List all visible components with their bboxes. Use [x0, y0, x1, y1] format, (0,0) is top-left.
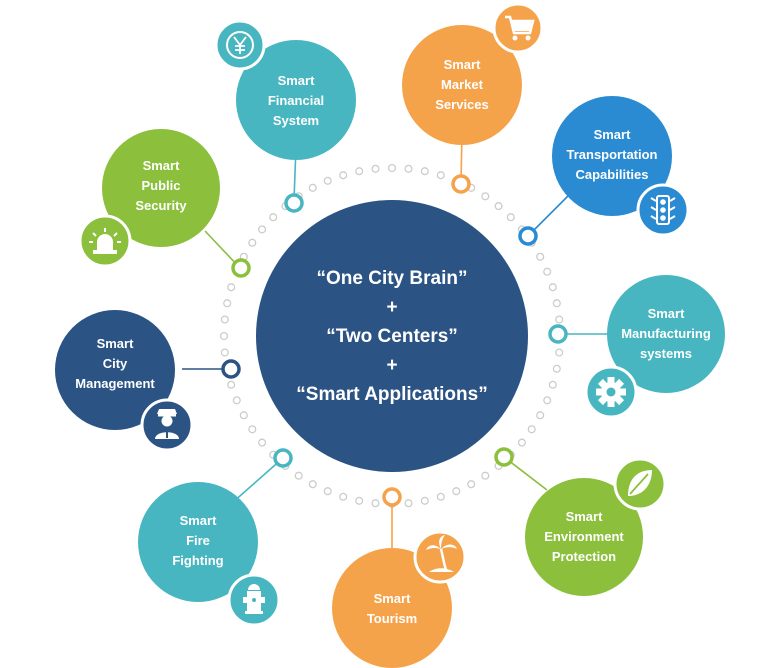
gear-tooth [607, 399, 615, 407]
ring-dot [404, 164, 413, 173]
ring-dot [258, 225, 267, 234]
ring-node-financial [284, 193, 304, 213]
ring-dot [239, 411, 248, 420]
ring-dot [294, 471, 303, 480]
shopping-cart-icon [492, 2, 544, 54]
siren-icon [78, 214, 132, 268]
node-transportation [552, 96, 672, 216]
ring-dot [436, 492, 445, 501]
ring-dot [481, 192, 490, 201]
ring-dot [543, 396, 552, 405]
ring-dot [308, 480, 317, 489]
ring-dot [494, 202, 503, 211]
node-firefighting [138, 482, 258, 602]
center-circle [256, 200, 528, 472]
ring-node-tourism [382, 487, 402, 507]
gear-icon [584, 365, 638, 419]
ring-node-security [231, 258, 251, 278]
leaf-icon [613, 457, 667, 511]
palm-tree-icon [413, 530, 467, 584]
ring-dot [506, 213, 515, 222]
ring-node-market [451, 174, 471, 194]
ring-dot [555, 348, 564, 357]
center-title: “One City Brain” + “Two Centers” + “Smar… [266, 246, 518, 426]
ring-dot [269, 213, 278, 222]
ring-dot [467, 480, 476, 489]
ring-dot [248, 238, 257, 247]
center-line-smart-applications: “Smart Applications” [296, 383, 488, 405]
police-officer-icon [140, 398, 194, 452]
traffic-light-icon [636, 183, 690, 237]
yen-icon [214, 19, 266, 71]
ring-dot [355, 167, 364, 176]
node-market [402, 25, 522, 145]
ring-dot [552, 299, 561, 308]
connector-firefighting [231, 457, 284, 504]
ring-dot [527, 425, 536, 434]
node-environment [525, 478, 643, 596]
ring-dot [548, 283, 557, 292]
center-line-one-city-brain: “One City Brain” [316, 267, 468, 289]
ring-node-city [221, 359, 241, 379]
ring-dot [323, 487, 332, 496]
ring-dot [248, 425, 257, 434]
ring-dot [552, 364, 561, 373]
ring-dot [339, 492, 348, 501]
ring-dot [227, 283, 236, 292]
ring-node-environment [494, 447, 514, 467]
fire-hydrant-icon [227, 573, 281, 627]
ring-dot [420, 167, 429, 176]
ring-dot [371, 164, 380, 173]
ring-dot [323, 176, 332, 185]
node-security [102, 129, 220, 247]
connector-transportation [528, 191, 573, 236]
center-plus-1: + [386, 296, 398, 318]
ring-dot [339, 171, 348, 180]
center-line-two-centers: “Two Centers” [326, 325, 458, 347]
ring-dot [555, 315, 564, 324]
ring-nodes [221, 174, 568, 507]
ring-dot [543, 267, 552, 276]
ring-dot [387, 163, 397, 173]
ring-dot [219, 331, 229, 341]
ring-dot [536, 252, 545, 261]
ring-dot [452, 487, 461, 496]
ring-dot [220, 315, 229, 324]
ring-dot [232, 396, 241, 405]
ring-dot [308, 183, 317, 192]
ring-dot [371, 499, 380, 508]
ring-dot [517, 438, 526, 447]
ring-node-manufacturing [548, 324, 568, 344]
gear-tooth [607, 377, 615, 385]
ring-dot [420, 496, 429, 505]
ring-dot [481, 471, 490, 480]
center-plus-2: + [386, 354, 398, 376]
ring-dot [536, 411, 545, 420]
ring-dot [227, 380, 236, 389]
ring-dot [220, 348, 229, 357]
node-city [55, 310, 175, 430]
ring-node-firefighting [273, 448, 293, 468]
ring-dot [355, 496, 364, 505]
ring-dot [404, 499, 413, 508]
ring-dot [436, 171, 445, 180]
node-manufacturing [607, 275, 725, 393]
ring-dot [223, 299, 232, 308]
node-financial [236, 40, 356, 160]
node-tourism [332, 548, 452, 668]
ring-dot [548, 380, 557, 389]
ring-dot [258, 438, 267, 447]
ring-node-transportation [518, 226, 538, 246]
